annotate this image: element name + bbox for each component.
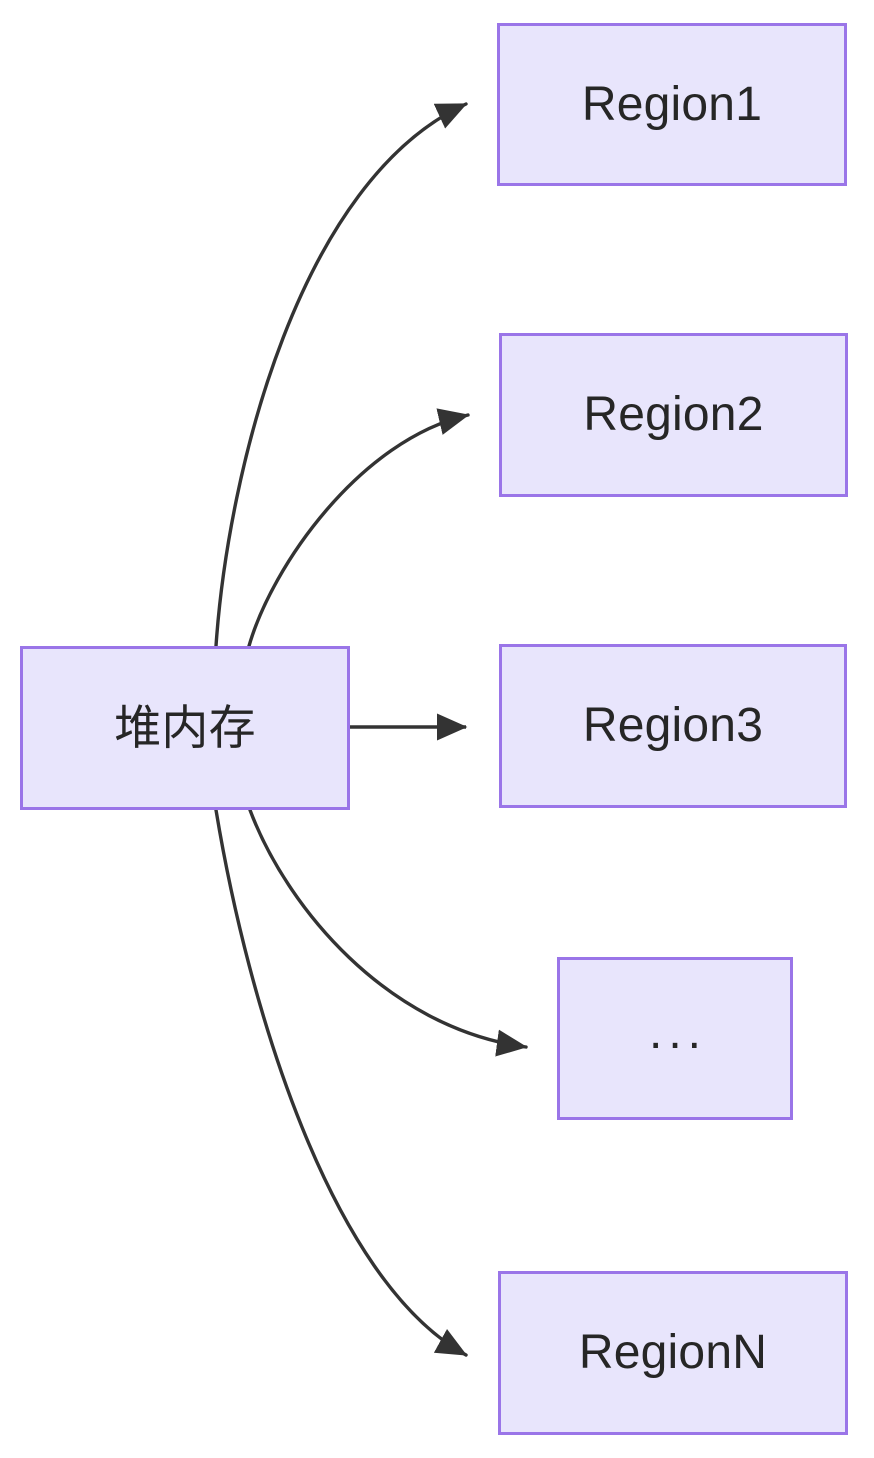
node-region2[interactable]: Region2 <box>499 333 848 497</box>
node-regionN-label: RegionN <box>578 1326 768 1379</box>
node-heap-memory-label: 堆内存 <box>114 700 256 756</box>
node-heap-memory[interactable]: 堆内存 <box>20 646 350 810</box>
node-ellipsis[interactable]: ... <box>557 957 793 1120</box>
edge-heap-to-region2 <box>247 408 470 648</box>
node-region3-label: Region3 <box>582 699 764 752</box>
node-regionN[interactable]: RegionN <box>498 1271 848 1435</box>
node-region1-label: Region1 <box>581 77 763 131</box>
node-region1[interactable]: Region1 <box>497 23 847 186</box>
node-region2-label: Region2 <box>583 388 764 441</box>
node-ellipsis-label: ... <box>648 1005 707 1059</box>
edge-heap-to-region1 <box>214 102 468 648</box>
node-region3[interactable]: Region3 <box>499 644 847 808</box>
edge-heap-to-regionN <box>214 808 468 1357</box>
edge-heap-to-more <box>248 808 528 1057</box>
